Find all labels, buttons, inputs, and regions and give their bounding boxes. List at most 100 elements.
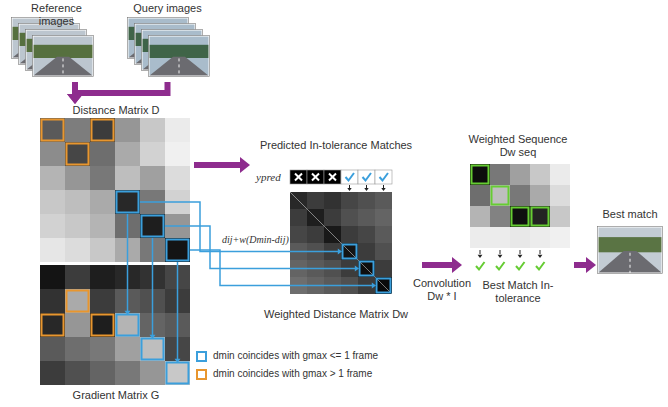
matrix-cell	[40, 214, 65, 238]
photo-road	[33, 57, 93, 76]
matrix-cell	[530, 185, 550, 206]
arrow-head	[498, 255, 503, 258]
matrix-cell	[90, 190, 115, 214]
stage-caption: Distance Matrix D	[73, 104, 160, 117]
blue-cell	[377, 279, 391, 293]
matrix-cell	[90, 361, 115, 385]
matrix-cell	[65, 313, 90, 337]
matrix-cell	[550, 164, 570, 185]
photo-trees	[598, 237, 662, 252]
photo-sky	[33, 36, 93, 76]
matrix-cell	[40, 289, 65, 313]
matrix-cell	[90, 118, 115, 142]
stage-caption: Best match	[602, 208, 657, 221]
blue-cell	[167, 240, 189, 261]
matrix-cell	[65, 361, 90, 385]
matrix-cell	[65, 166, 90, 190]
matrix-cell	[115, 166, 140, 190]
down-arrow-line	[480, 250, 481, 254]
leader-line	[152, 238, 154, 336]
matrix-cell	[165, 118, 190, 142]
matrix-cell	[375, 192, 392, 209]
matrix-cell	[358, 209, 375, 226]
matrix-cell	[165, 361, 190, 385]
orange-cell	[92, 315, 114, 336]
matrix-cell	[40, 361, 65, 385]
prediction-cell	[290, 170, 307, 184]
legend-swatch	[196, 351, 207, 362]
lane-marking	[630, 253, 631, 273]
matrix-cell	[490, 227, 510, 248]
green-cell	[492, 187, 509, 205]
matrix-cell	[165, 238, 190, 262]
leader-line	[177, 262, 179, 360]
legend-swatch	[196, 369, 207, 380]
matrix-cell	[470, 227, 490, 248]
matrix-cell	[470, 185, 490, 206]
blue-cell	[360, 262, 374, 276]
orange-cell	[42, 120, 64, 141]
blue-cell	[167, 363, 189, 384]
stage-caption: Query images	[133, 2, 201, 15]
photo-frame	[149, 36, 210, 77]
matrix-cell	[115, 361, 140, 385]
matrix-cell	[550, 206, 570, 227]
green-cell	[472, 166, 489, 184]
cross-mark	[295, 174, 302, 181]
arrow-head	[347, 188, 351, 191]
prediction-cell	[307, 170, 324, 184]
down-arrow-line	[383, 185, 384, 188]
arrow-head	[478, 255, 483, 258]
legend: dmin coincides with gmax <= 1 framedmin …	[196, 350, 378, 386]
arrow-head	[381, 188, 385, 191]
arrow-head	[150, 335, 156, 339]
street-photo	[33, 36, 94, 77]
orange-cell	[67, 291, 89, 312]
photo-road	[149, 57, 209, 76]
matrix-cell	[341, 192, 358, 209]
distance-matrix	[40, 118, 190, 262]
matrix-cell	[307, 192, 324, 209]
matrix-cell	[40, 337, 65, 361]
weighted-distance-matrix	[290, 192, 392, 294]
green-cell	[512, 208, 529, 226]
blue-cell	[117, 192, 139, 213]
arrow-head	[372, 283, 376, 289]
matrix-cell	[140, 142, 165, 166]
matrix-cell	[165, 166, 190, 190]
matrix-cell	[115, 337, 140, 361]
matrix-cell	[490, 185, 510, 206]
stage-box: Gradient Matrix G	[38, 265, 194, 402]
photo-frame	[149, 36, 209, 76]
street-photo	[598, 227, 663, 274]
matrix-cell	[40, 166, 65, 190]
photo-frame	[598, 227, 663, 274]
orange-cell	[42, 315, 64, 336]
arrow-head	[364, 188, 368, 191]
matrix-cell	[40, 265, 65, 289]
matrix-cell	[165, 142, 190, 166]
flow-arrow	[422, 262, 452, 268]
matrix-cell	[290, 209, 307, 226]
leader-line	[190, 250, 372, 286]
photo-road	[598, 251, 662, 273]
annotation-label: ypred	[256, 171, 281, 184]
matrix-cell	[341, 226, 358, 243]
matrix-cell	[140, 166, 165, 190]
matrix-cell	[65, 118, 90, 142]
check-mark	[496, 262, 505, 270]
matrix-cell	[115, 142, 140, 166]
photo-frame	[33, 36, 93, 76]
arrow-head	[125, 311, 131, 315]
legend-text: dmin coincides with gmax > 1 frame	[213, 368, 372, 380]
matrix-cell	[65, 142, 90, 166]
prediction-cell	[358, 170, 375, 184]
flow-arrow	[75, 82, 168, 94]
flow-arrow	[194, 162, 240, 168]
matrix-cell	[65, 238, 90, 262]
matrix-cell	[90, 313, 115, 337]
blue-cell	[142, 216, 164, 237]
